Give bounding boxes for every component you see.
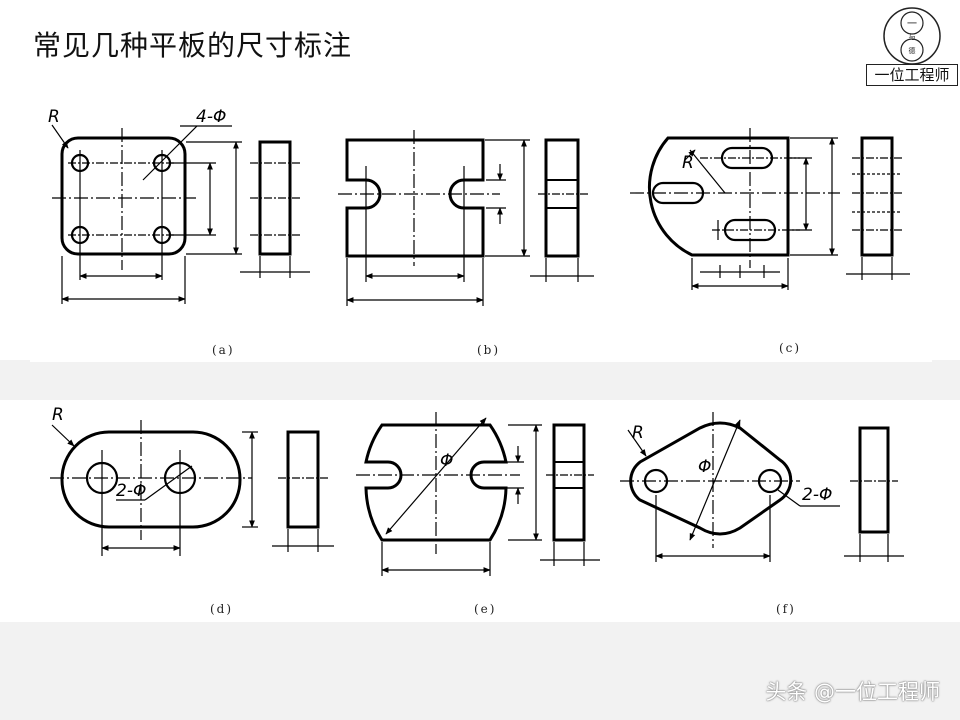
caption-d: (d) bbox=[210, 602, 234, 616]
label-e-diameter: Φ bbox=[440, 451, 453, 471]
background-band-bottom bbox=[0, 622, 960, 720]
label-a-holes: 4-Φ bbox=[196, 107, 226, 127]
drawing-e-front-view bbox=[356, 412, 542, 576]
footer-watermark: 头条 @一位工程师 bbox=[765, 680, 940, 704]
drawing-c-side-view bbox=[846, 136, 910, 280]
label-a-radius: R bbox=[48, 107, 60, 127]
label-f-holes: 2-Φ bbox=[802, 485, 832, 505]
label-f-diameter: Φ bbox=[698, 457, 711, 477]
label-f-radius: R bbox=[632, 423, 644, 443]
label-d-radius: R bbox=[52, 405, 64, 425]
page-title: 常见几种平板的尺寸标注 bbox=[33, 29, 353, 62]
drawing-e-side-view bbox=[540, 423, 600, 566]
label-c-radius: R bbox=[682, 153, 694, 173]
caption-b: (b) bbox=[477, 343, 501, 357]
caption-c: (c) bbox=[779, 341, 802, 355]
drawing-b-front-view bbox=[338, 130, 530, 306]
svg-text:一: 一 bbox=[907, 19, 917, 30]
drawing-c-front-view bbox=[630, 128, 840, 290]
caption-f: (f) bbox=[776, 602, 796, 616]
drawing-a-side-view bbox=[240, 140, 310, 278]
drawing-d-side-view bbox=[272, 430, 334, 552]
svg-text:与: 与 bbox=[909, 33, 916, 41]
caption-e: (e) bbox=[474, 602, 497, 616]
logo-label: 一位工程师 bbox=[866, 64, 958, 86]
drawing-f-side-view bbox=[844, 426, 904, 562]
drawing-f-front-view bbox=[620, 412, 840, 562]
drawing-d-front-view bbox=[50, 420, 258, 556]
drawing-b-side-view bbox=[530, 138, 594, 282]
label-d-holes: 2-Φ bbox=[116, 481, 146, 501]
drawing-a-front-view bbox=[51, 124, 242, 304]
background-band bbox=[0, 360, 960, 400]
caption-a: (a) bbox=[212, 343, 235, 357]
svg-text:德: 德 bbox=[909, 46, 916, 55]
